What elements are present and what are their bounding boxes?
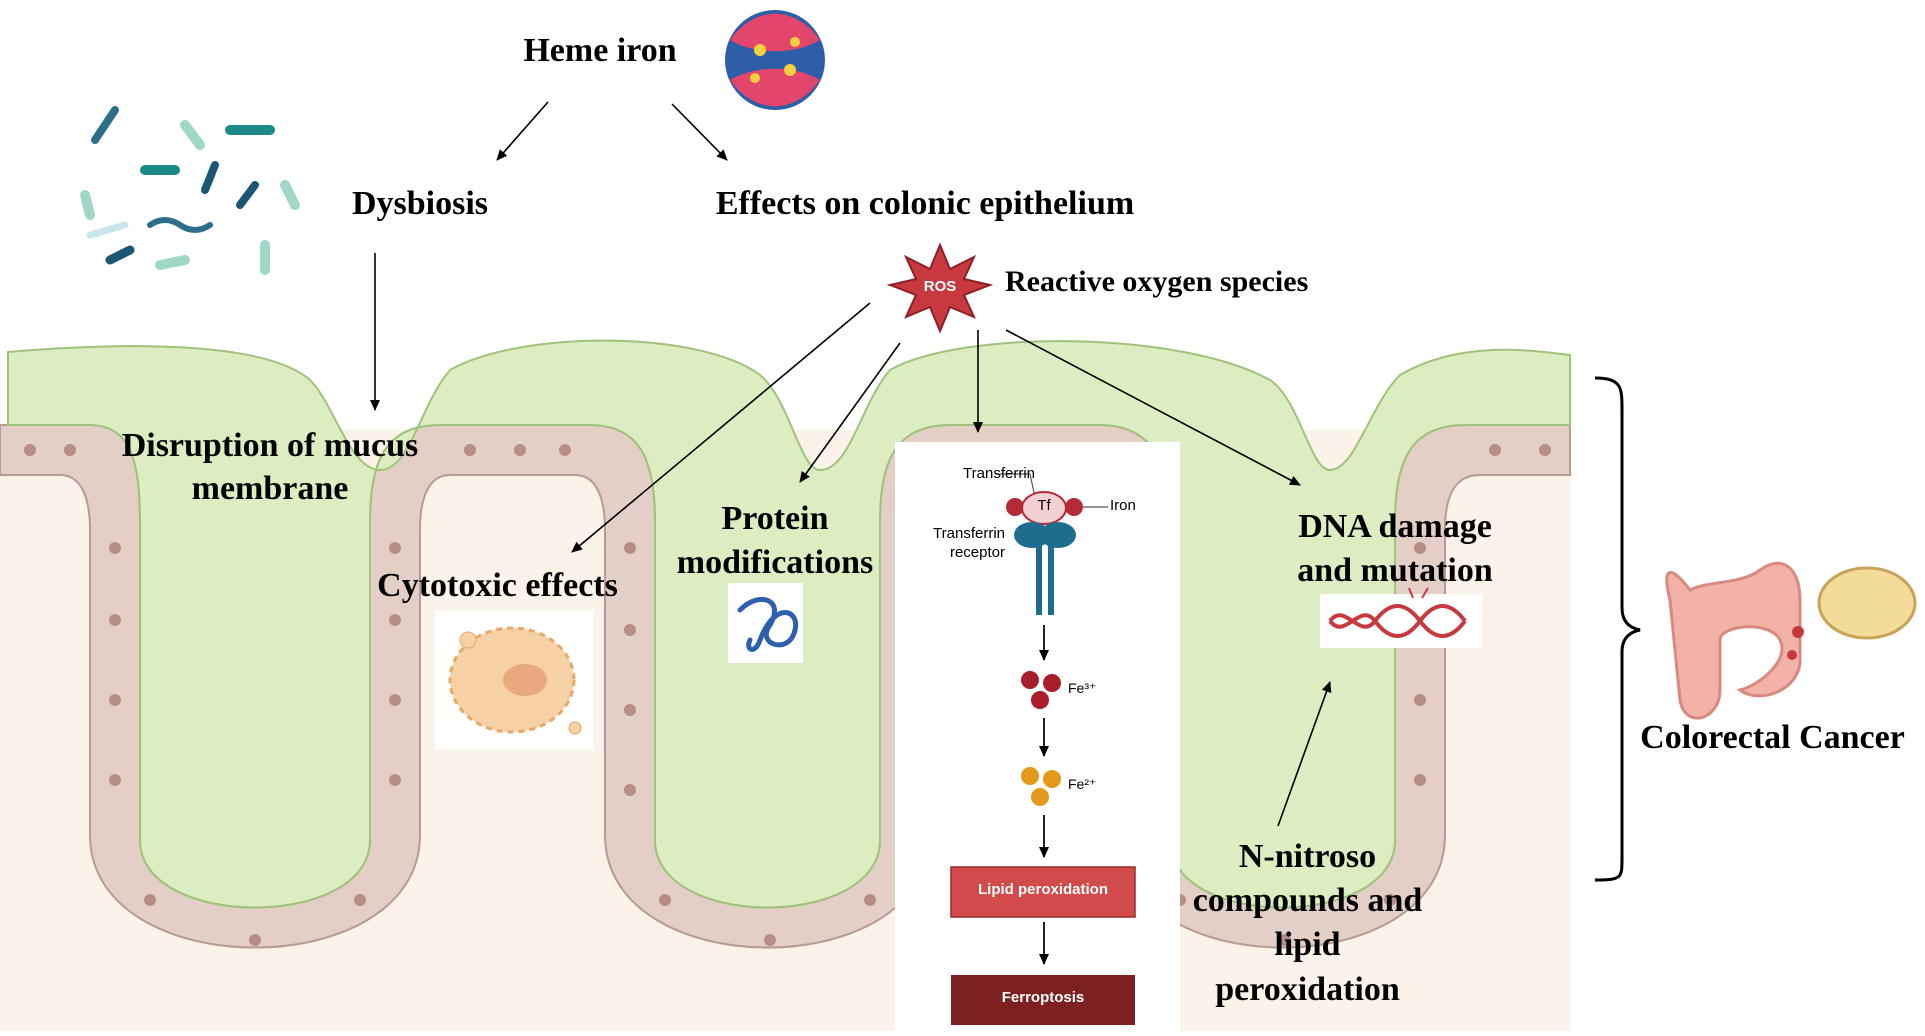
dna-icon (1320, 587, 1482, 648)
fe2-label: Fe²⁺ (1068, 776, 1097, 792)
iron-atom-left (1006, 498, 1024, 516)
lipid-peroxidation-box (950, 866, 1136, 918)
heme-protein-icon (725, 10, 825, 110)
bacteria-icon (80, 106, 300, 275)
ros-badge-label: ROS (923, 278, 957, 295)
heme-iron-label: Heme iron (523, 32, 677, 69)
transferrin-label: Transferrin (963, 465, 1035, 482)
arrow-nitroso-to-dna (1277, 681, 1332, 827)
dead-cell-icon (435, 610, 593, 750)
colorectal-cancer-label: Colorectal Cancer (1640, 719, 1905, 756)
iron-label: Iron (1110, 497, 1136, 514)
ros-label: Reactive oxygen species (1005, 265, 1309, 298)
tf-label: Tf (1037, 497, 1051, 514)
dysbiosis-label: Dysbiosis (351, 185, 489, 222)
colon-icon (1665, 561, 1917, 720)
arrow-heme-to-dysbiosis (496, 101, 549, 161)
iron-atom-right (1065, 498, 1083, 516)
ferroptosis-label: Ferroptosis (1001, 989, 1085, 1006)
fe3-label: Fe³⁺ (1068, 680, 1097, 696)
arrow-heme-to-colonic (671, 103, 728, 161)
lipid-peroxidation-label: Lipid peroxidation (978, 881, 1108, 898)
arrow-ros-to-cytotoxic (571, 302, 871, 553)
colonic-epithelium-label: Effects on colonic epithelium (715, 185, 1135, 222)
transferrin-protein (1021, 491, 1067, 525)
pathway-arrows (370, 101, 1332, 827)
ferroptosis-box (951, 975, 1135, 1025)
cytotoxic-label: Cytotoxic effects (377, 567, 618, 604)
arrow-ros-to-protein (799, 342, 901, 483)
ros-burst-icon (886, 242, 994, 334)
fe3-atoms (1021, 671, 1061, 709)
ferroptosis-panel (895, 442, 1180, 1031)
fe2-atoms (1021, 767, 1061, 806)
arrow-ros-to-dna (1005, 329, 1301, 486)
protein-coil-icon (728, 583, 803, 663)
outcome-bracket (1594, 376, 1641, 882)
transferrin-receptor-icon (1014, 522, 1076, 615)
